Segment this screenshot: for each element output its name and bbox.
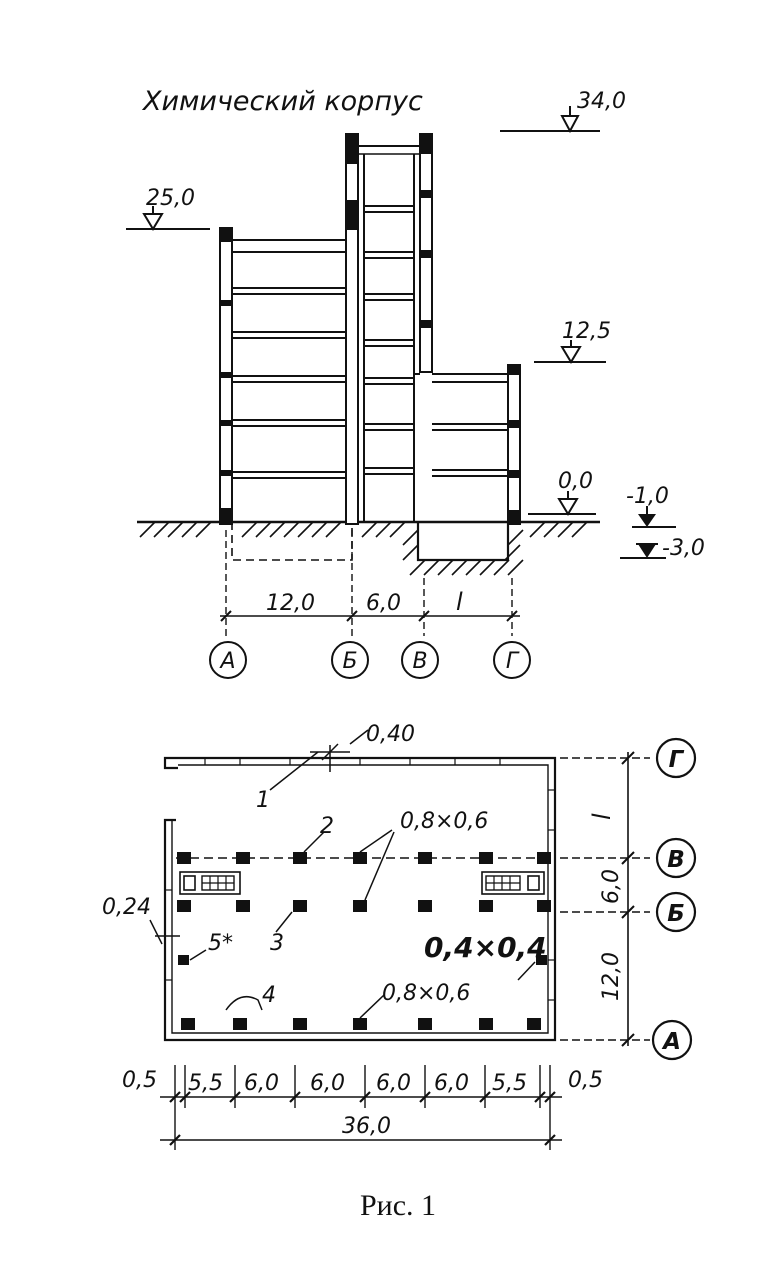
level-marker-0: 0,0: [528, 469, 596, 516]
floors-ab: [232, 251, 346, 479]
plan-wall-ticks: [165, 758, 555, 1001]
section-axis-bubbles: А Б В Г: [209, 641, 531, 679]
stairwell-right: [481, 871, 545, 895]
callout-3: 3: [270, 931, 284, 956]
side-dim-bv: 6,0: [599, 869, 624, 904]
callout-4: 4: [262, 983, 276, 1008]
label-inner-wall: 0,24: [102, 895, 151, 920]
level-label-0: 0,0: [558, 469, 593, 494]
level-label-25: 25,0: [146, 186, 195, 211]
section-axis-g: Г: [506, 649, 520, 674]
callout-2: 2: [320, 814, 334, 839]
wall-blocks: [220, 134, 520, 524]
level-marker-minus-3: -3,0: [620, 536, 705, 561]
foundation-dashed: [231, 522, 353, 561]
dim-vg: l: [456, 588, 463, 616]
basement-pit: [416, 522, 510, 562]
level-marker-minus-1: -1,0: [626, 484, 676, 528]
label-col-big-top: 0,8×0,6: [400, 809, 488, 834]
plan-axis-bubbles: Г В Б А: [651, 737, 697, 1061]
section-axis-a: А: [218, 649, 235, 674]
plan-axis-extensions: [560, 757, 650, 1041]
level-label-minus-3: -3,0: [662, 536, 705, 561]
level-marker-25: 25,0: [126, 186, 210, 231]
plan-outer-wall: [163, 756, 557, 1042]
bottom-dim-2: 6,0: [244, 1071, 279, 1096]
building-plan: 0,40 1 2 0,8×0,6 0,24 5* 3 0,4×0,4 4 0,8…: [102, 722, 697, 1150]
bottom-dim-3: 6,0: [310, 1071, 345, 1096]
figure-caption: Рис. 1: [360, 1189, 436, 1222]
label-col-big-bottom: 0,8×0,6: [382, 981, 470, 1006]
stairwell-left: [179, 871, 241, 895]
level-marker-34: 34,0: [500, 89, 626, 134]
bottom-dim-5: 6,0: [434, 1071, 469, 1096]
bottom-dim-0: 0,5: [122, 1068, 157, 1093]
plan-axis-b: Б: [667, 901, 685, 927]
bottom-dim-7: 0,5: [568, 1068, 603, 1093]
wall-axis-g: [507, 364, 521, 525]
level-label-minus-1: -1,0: [626, 484, 669, 509]
level-label-34: 34,0: [577, 89, 626, 114]
bottom-dim-1: 5,5: [188, 1071, 223, 1096]
section-axis-v: В: [412, 649, 427, 674]
level-marker-12-5: 12,5: [534, 319, 611, 364]
bottom-dim-4: 6,0: [376, 1071, 411, 1096]
level-label-12-5: 12,5: [562, 319, 611, 344]
dim-bv: 6,0: [366, 591, 401, 616]
side-dim-ab: 12,0: [599, 952, 624, 1001]
section-axis-lines: [225, 530, 513, 636]
drawing-title: Химический корпус: [141, 86, 423, 117]
plan-axis-g: Г: [669, 747, 685, 773]
total-width-label: 36,0: [342, 1114, 391, 1139]
label-wall-thickness: 0,40: [366, 722, 415, 747]
side-dim-vg: l: [588, 813, 616, 820]
plan-side-ticks: [621, 751, 635, 1047]
callout-1: 1: [256, 788, 270, 813]
floors-vg: [432, 381, 508, 477]
plan-inner-wall-line: [171, 764, 549, 1034]
plan-axis-v: В: [667, 847, 685, 873]
section-axis-b: Б: [342, 649, 357, 674]
label-col-small: 0,4×0,4: [424, 931, 547, 964]
building-section: 34,0 25,0 12,5 0,0 -1,0: [126, 89, 705, 679]
bottom-dim-6: 5,5: [492, 1071, 527, 1096]
plan-axis-a: А: [661, 1029, 681, 1055]
dim-ab: 12,0: [266, 591, 315, 616]
ground-hatch: [139, 521, 588, 576]
plan-columns: [177, 852, 551, 1030]
wall-axis-b: [345, 133, 359, 525]
callout-5: 5*: [208, 931, 233, 956]
section-dimension-line: 12,0 6,0 l: [220, 588, 520, 622]
floors-bv: [364, 205, 414, 475]
plan-bottom-dimensions: 0,5 5,5 6,0 6,0 6,0 6,0 5,5 0,5 36,0: [122, 1065, 603, 1150]
plan-leaders: [149, 729, 536, 1019]
